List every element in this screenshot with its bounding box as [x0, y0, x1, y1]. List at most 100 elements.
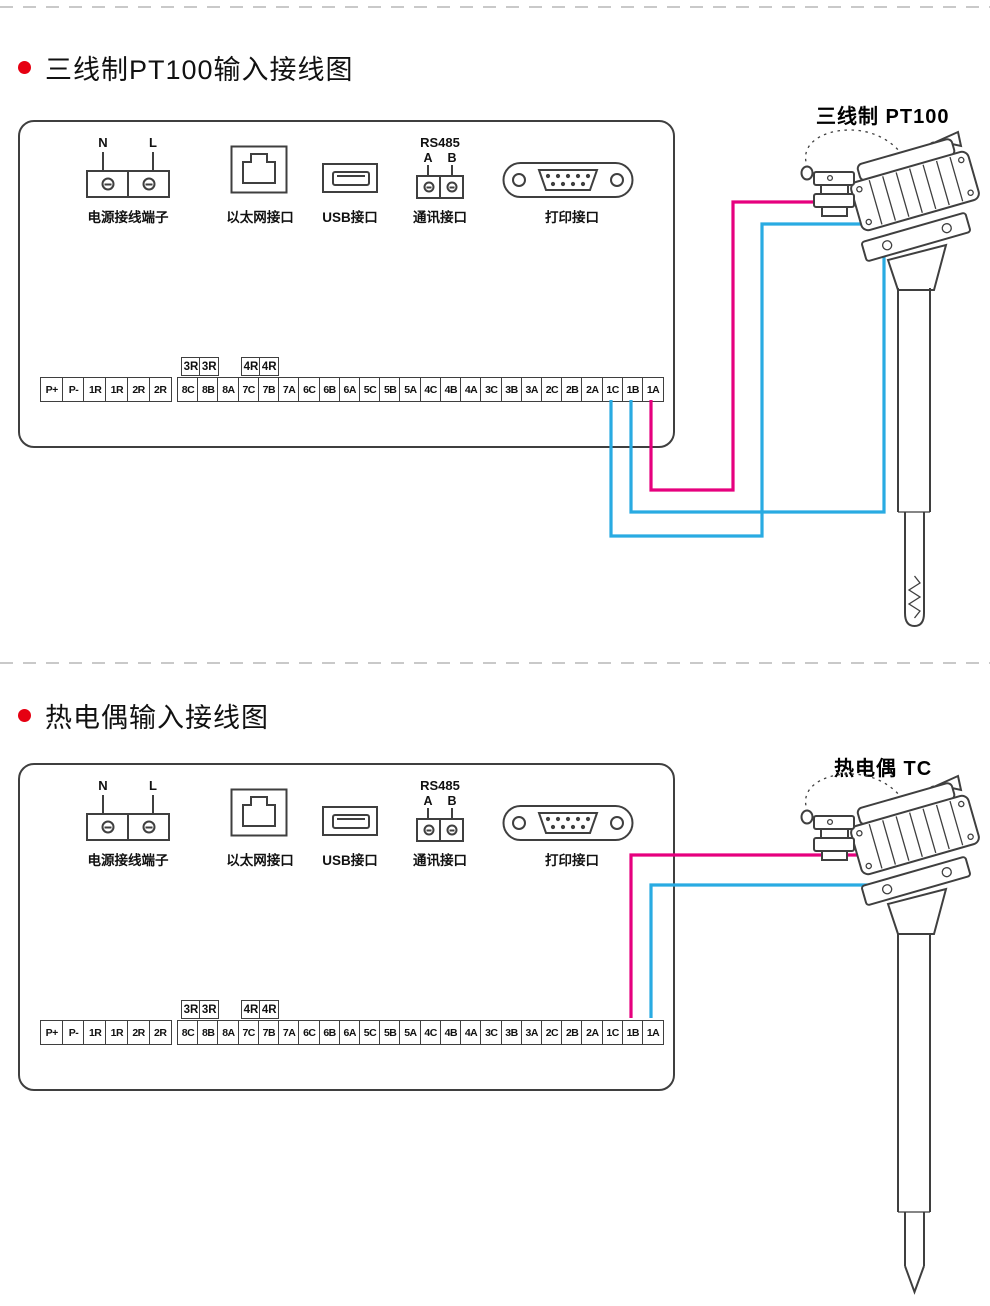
terminal-cell: 1B — [621, 377, 644, 402]
terminal-cell: 5A — [399, 377, 422, 402]
tc-probe — [897, 934, 931, 1295]
relay-terminal-cell: 4R — [259, 1000, 280, 1019]
terminal-cell: 1C — [601, 1020, 624, 1045]
power-pin-l-label: L — [149, 778, 157, 793]
power-pin-line — [102, 795, 104, 813]
power-terminal-block — [86, 170, 170, 198]
terminal-cell: 7B — [257, 377, 280, 402]
terminal-cell: 6C — [298, 1020, 321, 1045]
rs485-terminal-block — [416, 175, 464, 199]
terminal-cell: 2B — [561, 1020, 584, 1045]
relay-terminal-cell: 3R — [181, 1000, 201, 1019]
terminal-cell: 6B — [318, 1020, 341, 1045]
comm-label: 通讯接口 — [413, 853, 467, 868]
power-pin-n-label: N — [98, 135, 108, 150]
ethernet-label: 以太网接口 — [226, 853, 294, 868]
terminal-cell: 2R — [126, 1020, 151, 1045]
relay-terminal-cell: 4R — [241, 357, 261, 376]
terminal-cell: 2C — [540, 1020, 563, 1045]
terminal-cell: 8B — [197, 1020, 220, 1045]
section-2-header: 热电偶输入接线图 — [18, 696, 269, 735]
terminal-cell: P+ — [40, 377, 64, 402]
bullet-icon — [18, 61, 31, 74]
terminal-cell: 2R — [126, 377, 151, 402]
terminal-cell: 6A — [338, 377, 361, 402]
screw-icon — [142, 177, 155, 191]
rs485-pin-b-label: B — [447, 151, 457, 165]
pt100-wire-magenta — [649, 200, 884, 492]
terminal-cell: 3B — [500, 1020, 523, 1045]
power-terminal-block — [86, 813, 170, 841]
terminal-cell: 1R — [105, 377, 129, 402]
relay-terminal-cell: 4R — [259, 357, 280, 376]
terminal-cell: 8A — [217, 377, 240, 402]
pt100-sensor-label: 三线制 PT100 — [816, 106, 950, 128]
printer-port-icon — [502, 162, 634, 198]
device-panel-1: N L 电源接线端子 以太网接口 USB接口 RS485 A B 通讯接口 打印… — [18, 120, 675, 448]
tc-wiring — [629, 853, 928, 1018]
power-terminal-cell — [88, 172, 127, 196]
printer-label: 打印接口 — [545, 853, 599, 868]
terminal-cell: 5B — [379, 377, 402, 402]
terminal-cell: 2A — [581, 377, 604, 402]
terminal-cell: 1A — [642, 377, 665, 402]
sensor-head-icon — [800, 773, 982, 935]
terminal-cell: 6B — [318, 377, 341, 402]
usb-port-icon — [322, 163, 378, 193]
terminal-cell: 1A — [642, 1020, 665, 1045]
terminal-cell: 1R — [83, 377, 107, 402]
usb-label: USB接口 — [322, 210, 378, 225]
printer-label: 打印接口 — [545, 210, 599, 225]
terminal-cell: 2B — [561, 377, 584, 402]
rs485-pin-line — [427, 165, 429, 175]
power-pin-line — [152, 152, 154, 170]
terminal-cell: P+ — [40, 1020, 64, 1045]
rs485-terminal-cell — [418, 820, 439, 840]
ethernet-port-icon — [230, 788, 288, 837]
terminal-cell: 8C — [177, 1020, 200, 1045]
usb-label: USB接口 — [322, 853, 378, 868]
terminal-cell: 7A — [278, 377, 301, 402]
sensor-head-icon — [800, 129, 982, 291]
rs485-pin-line — [451, 808, 453, 818]
terminal-cell: 4B — [439, 377, 462, 402]
relay-terminal-cell: 3R — [199, 1000, 220, 1019]
relay-terminal-cell: 3R — [181, 357, 201, 376]
usb-port-icon — [322, 806, 378, 836]
power-pin-line — [152, 795, 154, 813]
rs485-title: RS485 — [420, 135, 460, 150]
terminal-cell: 3C — [480, 377, 503, 402]
power-terminal-label: 电源接线端子 — [87, 210, 169, 225]
db9-pins — [545, 816, 591, 830]
terminal-cell: 4C — [419, 377, 442, 402]
screw-icon — [423, 824, 434, 836]
rtd-element-icon — [907, 575, 922, 619]
rs485-pin-line — [427, 808, 429, 818]
screw-icon — [101, 177, 114, 191]
power-terminal-cell — [127, 815, 168, 839]
terminal-cell: 7A — [278, 1020, 301, 1045]
tc-tip-icon — [904, 1265, 925, 1295]
terminal-cell: 2R — [148, 377, 173, 402]
terminal-cell: 1B — [621, 1020, 644, 1045]
rs485-pin-a-label: A — [423, 794, 433, 808]
middle-dashed-divider — [0, 662, 990, 664]
rs485-pin-a-label: A — [423, 151, 433, 165]
relay-terminal-cell: 4R — [241, 1000, 261, 1019]
pt100-sensor — [800, 129, 982, 628]
db9-pins — [545, 173, 591, 187]
tc-sensor-label: 热电偶 TC — [834, 758, 933, 780]
usb-connector-icon — [332, 814, 370, 829]
terminal-cell: 5B — [379, 1020, 402, 1045]
terminal-cell: P- — [61, 377, 86, 402]
rs485-terminal-cell — [418, 177, 439, 197]
terminal-cell: 7C — [237, 377, 260, 402]
relay-terminal-cell: 3R — [199, 357, 220, 376]
terminal-cell: 2A — [581, 1020, 604, 1045]
terminal-cell: 8C — [177, 377, 200, 402]
